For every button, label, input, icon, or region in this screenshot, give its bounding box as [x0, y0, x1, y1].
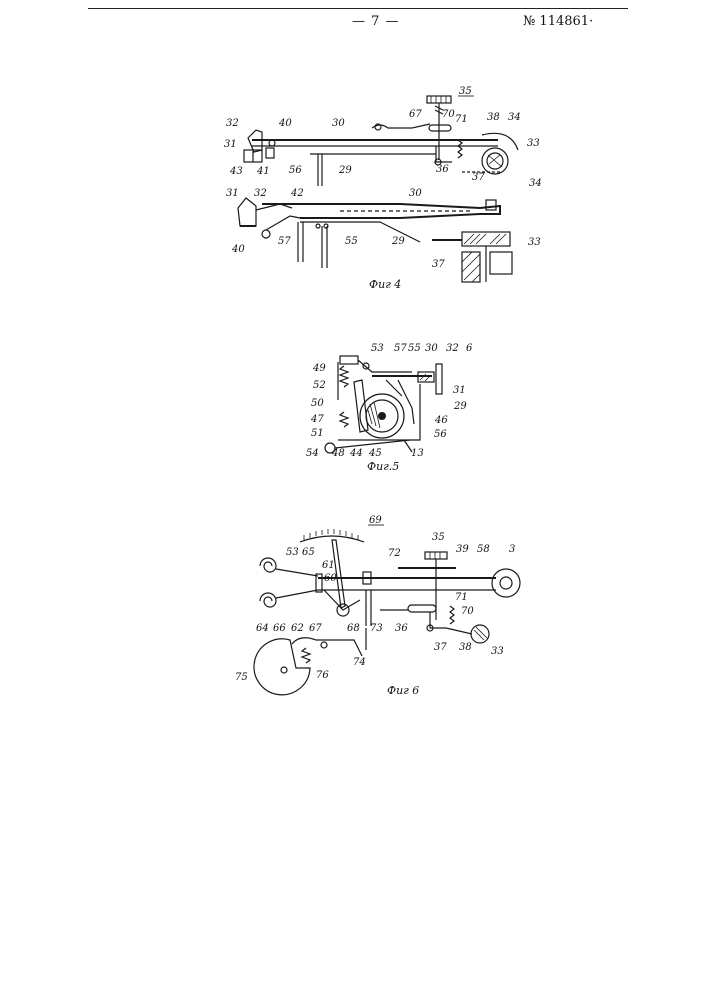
label-33: 33 — [491, 646, 504, 657]
block-61 — [316, 574, 322, 592]
label-66: 66 — [273, 623, 286, 634]
label-3: 3 — [509, 544, 515, 555]
label-67: 67 — [309, 623, 322, 634]
label-70: 70 — [461, 606, 474, 617]
spiral-64 — [260, 593, 276, 607]
label-58: 58 — [477, 544, 490, 555]
label-37: 37 — [434, 642, 447, 653]
label-64: 64 — [256, 623, 269, 634]
spring-76 — [302, 648, 310, 663]
label-61: 61 — [322, 560, 335, 571]
label-73: 73 — [370, 623, 383, 634]
disk-3 — [492, 569, 520, 597]
caption-fig6: Фиг 6 — [387, 684, 419, 697]
label-68: 68 — [347, 623, 360, 634]
disk-75 — [254, 639, 310, 695]
wheel-33 — [471, 625, 489, 643]
label-35: 35 — [432, 532, 445, 543]
label-65: 65 — [302, 547, 315, 558]
fig6-labels: 69 35 39 58 3 53 65 61 72 60 71 64 66 62… — [235, 515, 515, 697]
spring-70 — [450, 606, 454, 624]
knob-35 — [425, 552, 447, 559]
label-69: 69 — [369, 515, 382, 526]
label-72: 72 — [388, 548, 401, 559]
label-53: 53 — [286, 547, 299, 558]
label-60: 60 — [324, 573, 337, 584]
label-74: 74 — [353, 657, 366, 668]
label-39: 39 — [456, 544, 469, 555]
label-62: 62 — [291, 623, 304, 634]
label-76: 76 — [316, 670, 329, 681]
label-38: 38 — [459, 642, 472, 653]
spiral-63 — [260, 558, 276, 572]
slot-71 — [408, 605, 436, 612]
label-36: 36 — [395, 623, 408, 634]
label-71: 71 — [455, 592, 468, 603]
label-75: 75 — [235, 672, 248, 683]
